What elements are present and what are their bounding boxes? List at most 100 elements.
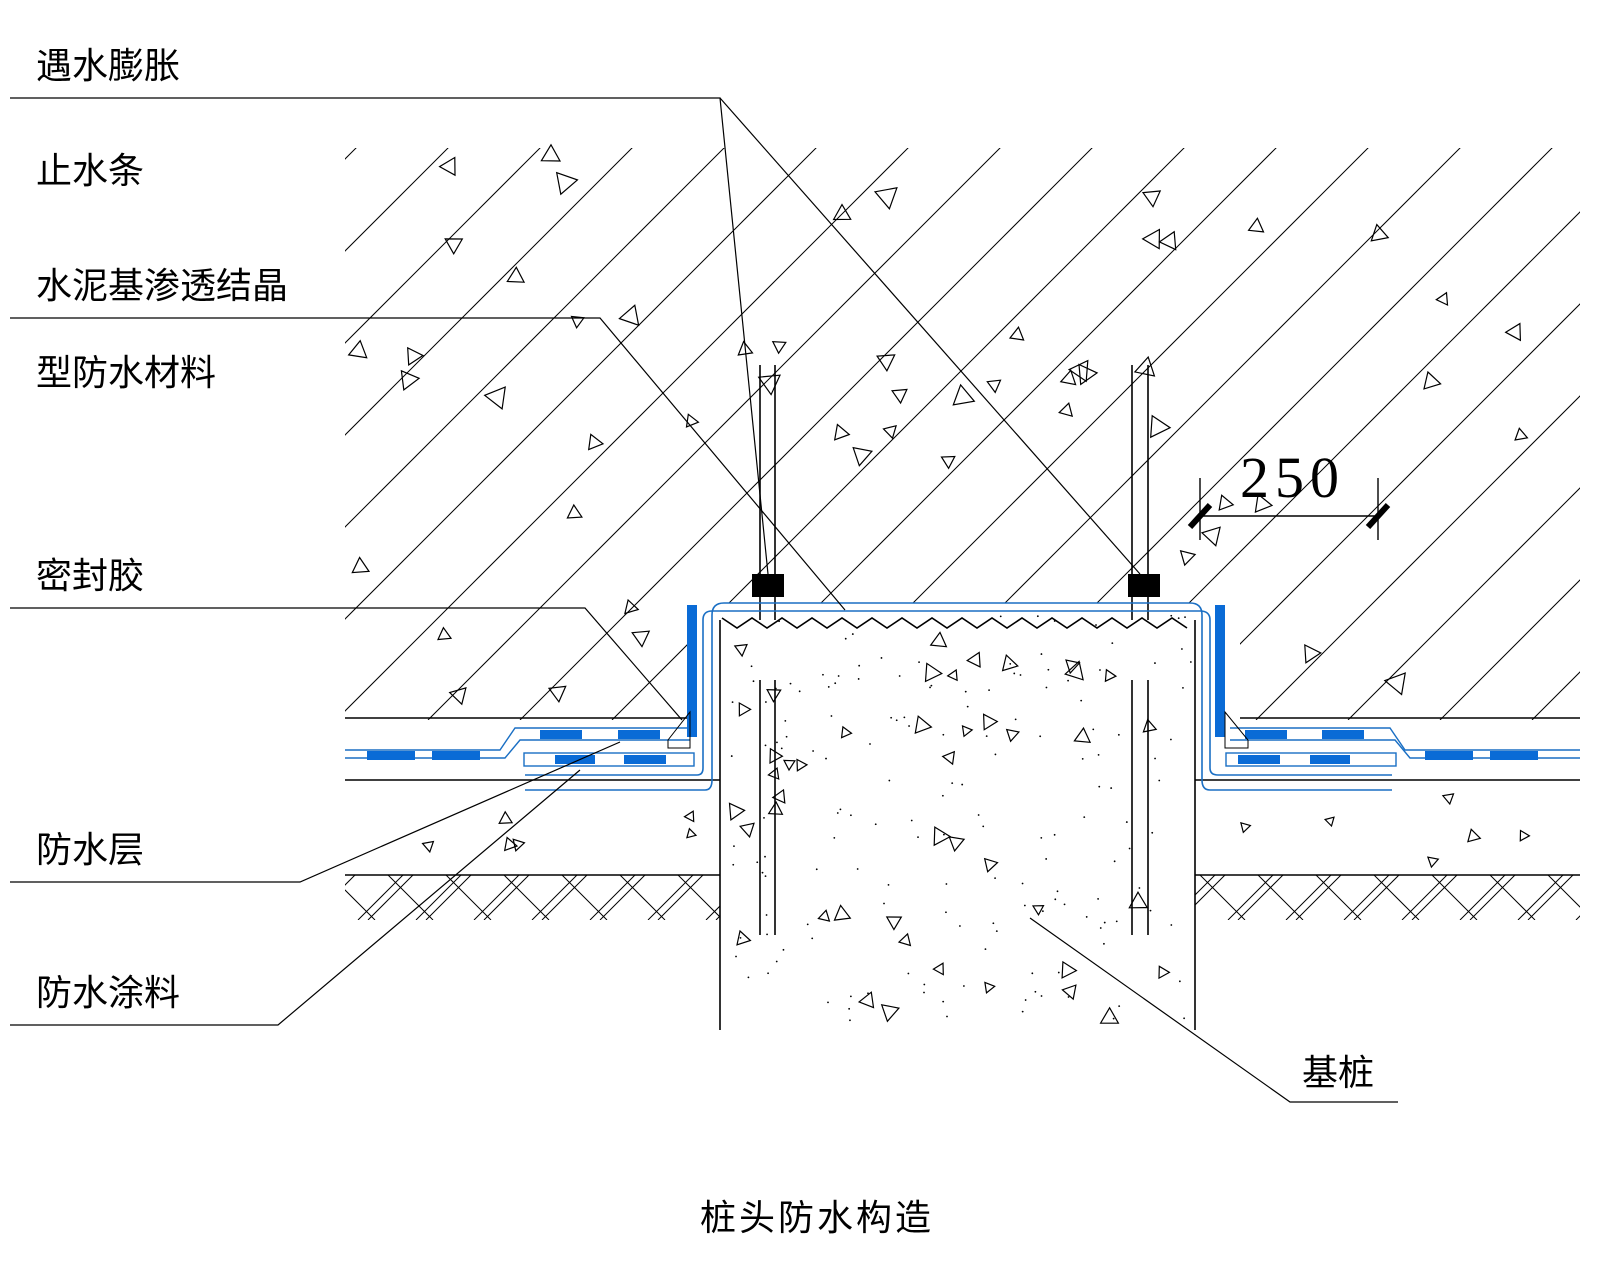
aggregate-mark xyxy=(782,759,796,772)
aggregate-dot xyxy=(988,689,990,691)
sealant-right xyxy=(1224,710,1249,749)
soil-hatch-line xyxy=(415,875,462,920)
soil-hatch-line xyxy=(1121,875,1168,920)
soil-hatch-line xyxy=(1459,875,1506,920)
aggregate-dot xyxy=(812,750,815,752)
aggregate-mark xyxy=(1158,965,1171,980)
soil-hatch-line xyxy=(1353,875,1400,920)
foundation-pile xyxy=(719,365,1196,1030)
soil-hatch-line xyxy=(947,875,994,920)
soil-hatch-line xyxy=(831,875,878,920)
aggregate-dot xyxy=(1021,882,1024,885)
aggregate-mark xyxy=(1426,856,1440,869)
aggregate-mark xyxy=(771,788,786,804)
aggregate-dot xyxy=(1154,757,1156,760)
aggregate-mark xyxy=(685,413,700,428)
aggregate-dot xyxy=(750,665,753,668)
hatch-line xyxy=(1163,148,1580,720)
aggregate-dot xyxy=(942,1000,945,1003)
aggregate-dot xyxy=(1125,821,1128,823)
soil-hatch-line xyxy=(909,875,956,920)
aggregate-dot xyxy=(1040,995,1043,997)
aggregate-mark xyxy=(1133,355,1156,377)
aggregate-mark xyxy=(347,339,368,359)
aggregate-mark xyxy=(946,668,958,682)
aggregate-mark xyxy=(736,929,752,946)
aggregate-mark xyxy=(1370,223,1390,242)
aggregate-dot xyxy=(850,814,852,817)
aggregate-dot xyxy=(1113,860,1116,863)
aggregate-mark xyxy=(767,766,780,780)
aggregate-mark xyxy=(618,304,640,327)
aggregate-mark xyxy=(1323,816,1335,828)
soil-hatch-line xyxy=(367,875,414,920)
soil-hatch-line xyxy=(619,875,666,920)
aggregate-mark xyxy=(624,598,640,615)
aggregate-dot xyxy=(1045,686,1048,689)
aggregate-mark xyxy=(733,643,748,658)
aggregate-mark xyxy=(1065,659,1081,675)
aggregate-dot xyxy=(849,995,852,998)
soil-hatch xyxy=(345,875,1580,920)
aggregate-mark xyxy=(961,724,974,738)
aggregate-mark xyxy=(351,556,371,574)
aggregate-mark xyxy=(983,857,999,873)
aggregate-mark xyxy=(833,904,852,921)
slab-concrete-hatch xyxy=(345,148,1580,720)
leader-waterproof-coating xyxy=(10,769,581,1026)
aggregate-mark xyxy=(503,836,519,852)
aggregate-dot xyxy=(962,985,965,987)
aggregate-mark xyxy=(796,758,809,772)
aggregate-mark xyxy=(547,685,567,703)
aggregate-mark xyxy=(1200,526,1221,547)
aggregate-mark xyxy=(982,713,999,731)
aggregate-dot xyxy=(1057,971,1060,974)
aggregate-mark xyxy=(631,630,651,648)
soil-hatch-line xyxy=(1527,875,1574,920)
soil-hatch-line xyxy=(1005,875,1052,920)
aggregate-dot xyxy=(1080,699,1083,702)
hatch-line xyxy=(795,148,1397,720)
hatch-line xyxy=(611,148,1213,720)
aggregate-mark xyxy=(1240,821,1252,834)
aggregate-dot xyxy=(1111,642,1114,645)
aggregate-dot xyxy=(798,690,801,693)
aggregate-mark xyxy=(437,626,453,641)
aggregate-mark xyxy=(952,383,976,406)
soil-hatch-line xyxy=(1547,875,1580,920)
aggregate-dot xyxy=(776,741,778,744)
slab-aggregate-marks xyxy=(347,143,1531,869)
aggregate-dot xyxy=(1181,648,1183,650)
soil-hatch-line xyxy=(1257,875,1304,920)
aggregate-mark xyxy=(1150,414,1172,439)
aggregate-dot xyxy=(1039,735,1042,738)
aggregate-dot xyxy=(815,868,818,871)
aggregate-mark xyxy=(1008,326,1025,341)
aggregate-dot xyxy=(1067,996,1070,998)
aggregate-dot xyxy=(774,687,777,690)
soil-hatch-line xyxy=(995,875,1042,920)
soil-hatch-line xyxy=(967,875,1014,920)
aggregate-mark xyxy=(885,916,903,931)
soil-hatch-line xyxy=(1199,875,1246,920)
aggregate-dot xyxy=(1040,653,1043,655)
aggregate-dot xyxy=(857,678,860,680)
drawing-title: 桩头防水构造 xyxy=(700,1198,934,1239)
label-crystalline-2: 型防水材料 xyxy=(36,353,216,394)
aggregate-mark xyxy=(1061,960,1078,979)
soil-hatch-line xyxy=(773,875,820,920)
aggregate-dot xyxy=(858,664,861,667)
aggregate-dot xyxy=(1158,779,1161,782)
leader-pile xyxy=(1029,917,1398,1103)
aggregate-dot xyxy=(752,680,755,683)
soil-hatch-line xyxy=(503,875,550,920)
aggregate-dot xyxy=(756,861,759,864)
aggregate-dot xyxy=(764,744,767,747)
aggregate-mark xyxy=(498,810,514,824)
soil-hatch-line xyxy=(387,875,434,920)
aggregate-dot xyxy=(784,720,787,722)
aggregate-mark xyxy=(570,315,585,329)
aggregate-mark xyxy=(728,802,746,821)
aggregate-dot xyxy=(834,682,837,685)
soil-hatch-line xyxy=(589,875,636,920)
